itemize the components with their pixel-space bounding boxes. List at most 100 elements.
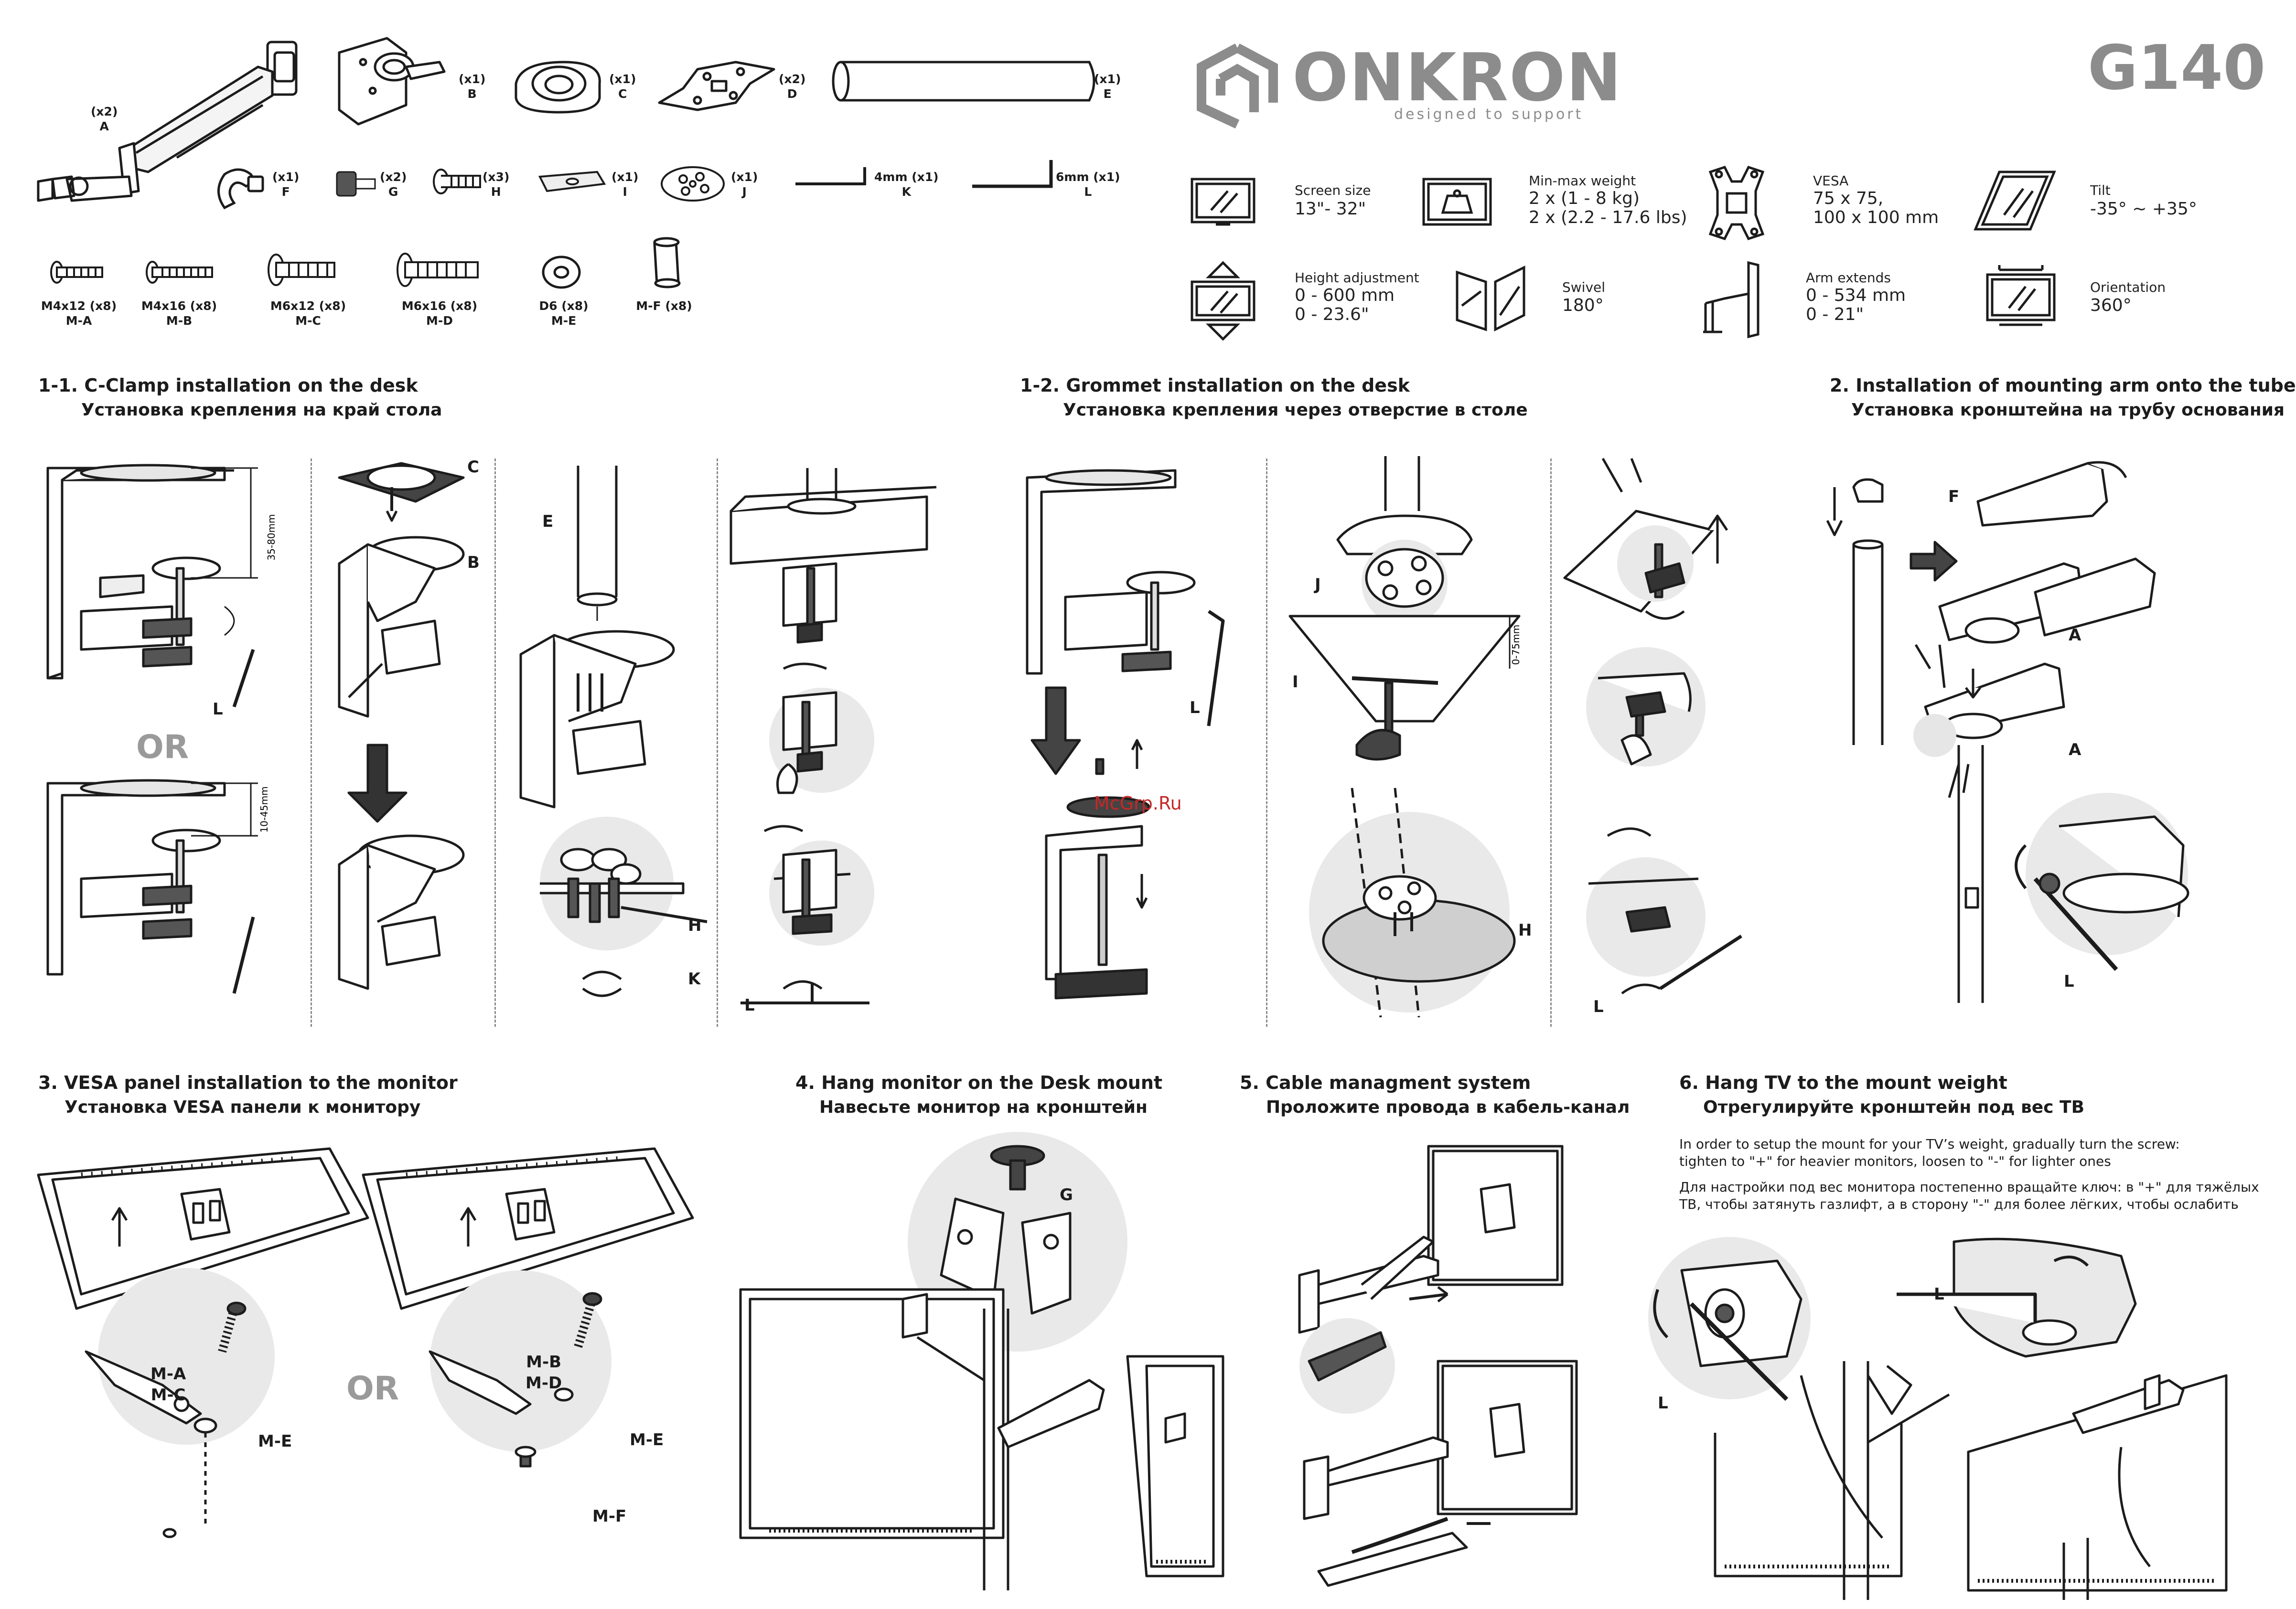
section-6-title: 6. Hang TV to the mount weight [1679,1072,2007,1093]
section-2-subtitle: Установка кронштейна на трубу основания [1851,400,2285,420]
callout-l: L [1593,997,1604,1016]
part-letter: I [622,185,627,199]
section-1-2-title: 1-2. Grommet installation on the desk [1020,375,1410,396]
part-count: (x1) [1094,72,1121,86]
screw-m6x12-icon [268,254,335,286]
hw-code: M-D [426,314,453,328]
washer-label: M-E [258,1432,292,1451]
washer-label: M-E [630,1430,664,1449]
callout-l: L [1658,1394,1668,1413]
grommet-tighten-diagram [1563,458,1742,995]
part-count: (x1) [272,170,300,184]
spacer-label: M-F [592,1507,627,1526]
spec-value: 2 x (1 - 8 kg) 2 x (2.2 - 17.6 lbs) [1529,189,1687,227]
callout-j: J [1315,575,1321,594]
part-count: (x3) [483,170,510,184]
clamp-assembly-diagram [338,462,465,990]
spec-label: VESA [1813,173,1849,189]
callout-e: E [542,512,554,531]
callout-h: H [688,916,702,935]
section-3-subtitle: Установка VESA панели к монитору [64,1098,421,1117]
hw-spec: D6 (x8) [539,299,589,313]
grommet-disc-icon [661,166,725,202]
spec-label: Arm extends [1806,270,1891,286]
orientation-icon [1986,265,2056,326]
part-a-label: (x2) A [91,104,118,134]
gas-spring-arm-icon [37,41,298,202]
screw-label: M-B [526,1353,562,1372]
vesa-icon [1708,165,1765,241]
part-count: 4mm (x1) [874,170,939,184]
hw-code: M-C [295,314,321,328]
section-1-1-subtitle: Установка крепления на край стола [81,400,442,420]
screw-m4x12-icon [50,261,103,284]
callout-l: L [1934,1285,1944,1304]
brand-name: ONKRON [1292,39,1622,116]
hw-spec: M4x12 (x8) [41,299,117,313]
spec-value: 13"- 32" [1295,199,1366,219]
callout-c: C [467,458,479,477]
part-letter: A [99,119,109,133]
hw-code: M-A [65,314,92,328]
base-cover-icon [515,61,601,114]
section-6-subtitle: Отрегулируйте кронштейн под вес ТВ [1703,1098,2085,1117]
callout-k: K [688,970,701,989]
section-2-title: 2. Installation of mounting arm onto the… [1830,375,2296,396]
callout-h: H [1518,921,1532,940]
section-1-2-subtitle: Установка крепления через отверстие в ст… [1063,400,1528,420]
vesa-plate-icon [658,61,775,111]
hw-code: M-F (x8) [636,299,692,313]
dim-10-45: 10-45mm [258,786,270,832]
cable-clip-icon [217,168,264,210]
screen-size-icon [1191,178,1255,226]
callout-i: I [1292,672,1298,692]
part-letter: E [1103,87,1112,101]
spec-value: -35° ~ +35° [2090,199,2197,219]
spec-label: Min-max weight [1529,173,1636,189]
washer-icon [542,256,581,289]
part-letter: G [388,185,398,199]
section-3-title: 3. VESA panel installation to the monito… [38,1072,458,1093]
weight-adjust-diagram [1648,1237,2228,1600]
spec-label: Swivel [1562,279,1606,295]
hw-spec: M4x16 (x8) [141,299,217,313]
part-count: (x2) [380,170,407,184]
onkron-logo-icon [1197,43,1278,129]
hw-code: M-E [551,314,577,328]
spec-label: Screen size [1295,182,1371,198]
part-letter: K [901,185,911,199]
grommet-plate-icon [538,170,606,192]
cable-management-diagram [1298,1145,1578,1587]
bolt-icon [433,169,481,194]
spec-label: Height adjustment [1295,270,1419,286]
c-clamp-diagram-2: 10-45mm [46,779,270,994]
note-russian: Для настройки под вес монитора постепенн… [1679,1179,2259,1212]
hex-key-icon [972,160,1053,188]
callout-a: A [2069,626,2081,645]
screw-m4x16-icon [146,261,213,284]
part-letter: D [787,87,797,101]
section-4-subtitle: Навесьте монитор на кронштейн [819,1098,1148,1117]
hw-spec: M6x12 (x8) [270,299,346,313]
callout-b: B [467,553,480,572]
part-letter: H [491,185,501,199]
part-letter: J [742,185,747,199]
part-letter: F [281,185,290,199]
spec-value: 360° [2090,296,2132,315]
callout-a: A [2069,740,2081,759]
swivel-icon [1456,265,1525,332]
screw-label: M-A [150,1364,186,1384]
grommet-diagram-2: 0-75mm [1288,456,1522,1018]
hang-monitor-diagram [739,1132,1224,1590]
callout-l: L [744,996,755,1015]
brand-tagline: designed to support [1394,106,1584,123]
screw-label: M-C [150,1385,186,1405]
screw-m6x16-icon [397,253,479,287]
hw-spec: M6x16 (x8) [401,299,478,313]
callout-l: L [2064,972,2074,991]
clamp-bracket-icon [338,37,446,126]
pole-tube-icon [832,61,1095,102]
model-number: G140 [2088,32,2266,104]
desk-clamp-tighten-diagram [730,468,937,1004]
